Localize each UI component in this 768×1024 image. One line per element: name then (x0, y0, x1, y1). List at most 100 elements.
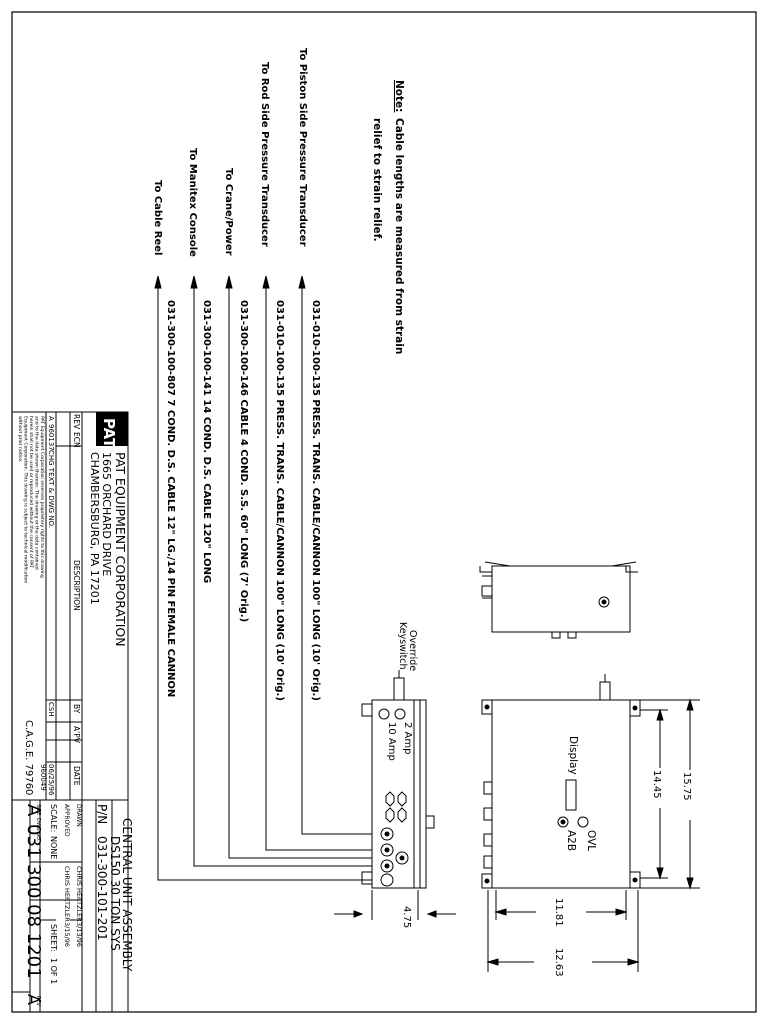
drawn-by: CHRIS HERTZLER (75, 866, 83, 922)
connector-manitex (380, 859, 394, 873)
rev-value: A (24, 994, 43, 1005)
arrow-crane (225, 275, 233, 289)
title-block-text: PAT EQUIPMENT CORPORATION 1665 ORCHARD D… (17, 414, 134, 1007)
dest-cable-reel: To Cable Reel (152, 180, 163, 255)
display-label: Display (567, 736, 579, 775)
company-name: PAT EQUIPMENT CORPORATION (113, 452, 128, 647)
approved-by: CHRIS HERTZLER (63, 866, 71, 922)
dest-crane-power: To Crane/Power (223, 168, 234, 256)
dest-piston-side: To Piston Side Pressure Transducer (297, 48, 308, 247)
note-line-1: Cable lengths are measured from strain (393, 118, 405, 354)
override-keyswitch (393, 677, 405, 701)
dest-manitex-console: To Manitex Console (187, 148, 198, 257)
dim-1263-text: 12.63 (553, 948, 564, 977)
hdr-description: DESCRIPTION (72, 560, 81, 611)
cable-destinations: To Piston Side Pressure Transducer To Ro… (152, 48, 308, 257)
a2b-lamp (557, 816, 569, 828)
pat-logo-box (96, 412, 128, 446)
rev-row-description: CHG TEXT & DWG NO. (47, 450, 55, 528)
disclaimer-5: without prior notice. (17, 416, 23, 463)
scale-value: NONE (49, 836, 58, 859)
disclaimer-3: herein shall not be used or reproduced w… (28, 416, 34, 568)
approved-date: 3/15/96 (63, 922, 71, 947)
pat-logo: PAT (100, 418, 118, 449)
title-line-2: DS150 30 TON SYS (108, 836, 122, 951)
dim-1445-text: 14.45 (651, 770, 662, 799)
amp2-label: 2 Amp (402, 722, 413, 754)
arrow-piston (298, 275, 306, 289)
disclaimer-2: and to the data shown thereon. The drawi… (34, 416, 40, 570)
disclaimer-1: PAT Equipment Corporation reserves propr… (39, 416, 45, 578)
dim-1181-text: 11.81 (553, 898, 564, 927)
note-label: Note: (393, 80, 405, 112)
connector-crane (395, 851, 409, 865)
disclaimer-4: Equipment Corporation. This drawing is s… (23, 416, 29, 583)
rev-row-by: CSH (47, 702, 55, 717)
cage-code: C.A.G.E. 79760 (23, 720, 34, 795)
arrow-reel (154, 275, 162, 289)
approved-label: APPROVED (63, 804, 70, 837)
unit-top-view (479, 561, 638, 639)
ovl-lamp (577, 816, 589, 828)
display-window (565, 779, 577, 811)
cable-line-crane (228, 285, 372, 859)
hdr-date: DATE (72, 766, 81, 786)
rev-row-extra: 960049 (39, 764, 47, 791)
part-crane-power: 031-300-100-146 CABLE 4 COND. S.S. 60" L… (238, 300, 249, 622)
part-rod-side: 031-010-100-135 PRESS. TRANS. CABLE/CANN… (274, 300, 285, 701)
rev-row-date: 06/25/96 (47, 764, 55, 796)
dest-rod-side: To Rod Side Pressure Transducer (259, 62, 270, 247)
amp10-label: 10 Amp (386, 722, 397, 761)
rev-label: REV (35, 996, 41, 1007)
dwg-label: DWG NO. (35, 818, 41, 842)
hdr-ecn: ECN (72, 432, 81, 448)
size-label: SIZE (35, 804, 41, 815)
a2b-label: A2B (565, 830, 577, 851)
hdr-apv: A'PV (72, 726, 81, 744)
arrow-rod (262, 275, 270, 289)
scale-label: SCALE: (49, 804, 58, 832)
unit-front-view (481, 674, 641, 889)
dim-475 (334, 890, 456, 920)
arrow-manitex (190, 275, 198, 289)
cable-part-numbers: 031-010-100-135 PRESS. TRANS. CABLE/CANN… (165, 300, 321, 701)
note-block: Note: Cable lengths are measured from st… (371, 80, 405, 354)
pn-value: 031-300-101-201 (95, 836, 109, 941)
dim-475-text: 4.75 (401, 906, 412, 928)
connector-rod (380, 843, 394, 857)
sheet-label: SHEET: (49, 924, 58, 952)
cable-line-reel (157, 285, 372, 881)
title-block (11, 411, 129, 1013)
keyswitch-label: Keyswitch (397, 622, 408, 670)
address-1: 1665 ORCHARD DRIVE (100, 452, 113, 576)
hdr-rev: REV (72, 414, 81, 430)
dwg-number: 031 300 08 1201 (23, 824, 44, 979)
unit-side-view (361, 670, 435, 889)
rev-row-ecn: 960137 (47, 424, 55, 451)
drawn-date: 3/13/96 (75, 922, 83, 947)
connector-reel (380, 873, 394, 887)
address-2: CHAMBERSBURG, PA 17201 (88, 452, 101, 605)
pn-label: P/N (95, 804, 109, 824)
cable-line-rod (265, 285, 372, 851)
dim-lines-right (486, 698, 700, 972)
hdr-by: BY (72, 704, 81, 714)
title-line-1: CENTRAL UNIT ASSEMBLY (120, 818, 134, 972)
part-piston-side: 031-010-100-135 PRESS. TRANS. CABLE/CANN… (310, 300, 321, 701)
rev-row-rev: A (47, 416, 55, 421)
drawn-label: DRAWN (75, 804, 82, 827)
ovl-label: OVL (585, 830, 597, 851)
part-cable-reel: 031-300-100-807 7 COND. D.S. CABLE 12" L… (165, 300, 176, 697)
sheet-value: 1 OF 1 (49, 958, 58, 984)
cable-line-piston (301, 285, 372, 835)
override-label: Override (407, 630, 418, 671)
cable-lines (154, 275, 372, 881)
connector-piston (380, 827, 394, 841)
note-line-2: relief to strain relief. (371, 118, 383, 242)
cable-line-manitex (193, 285, 372, 867)
part-manitex-console: 031-300-100-141 14 COND. D.S. CABLE 120"… (201, 300, 212, 583)
fuse-10amp (378, 708, 390, 720)
top-view-knob (598, 596, 610, 608)
size-value: A (23, 804, 44, 817)
